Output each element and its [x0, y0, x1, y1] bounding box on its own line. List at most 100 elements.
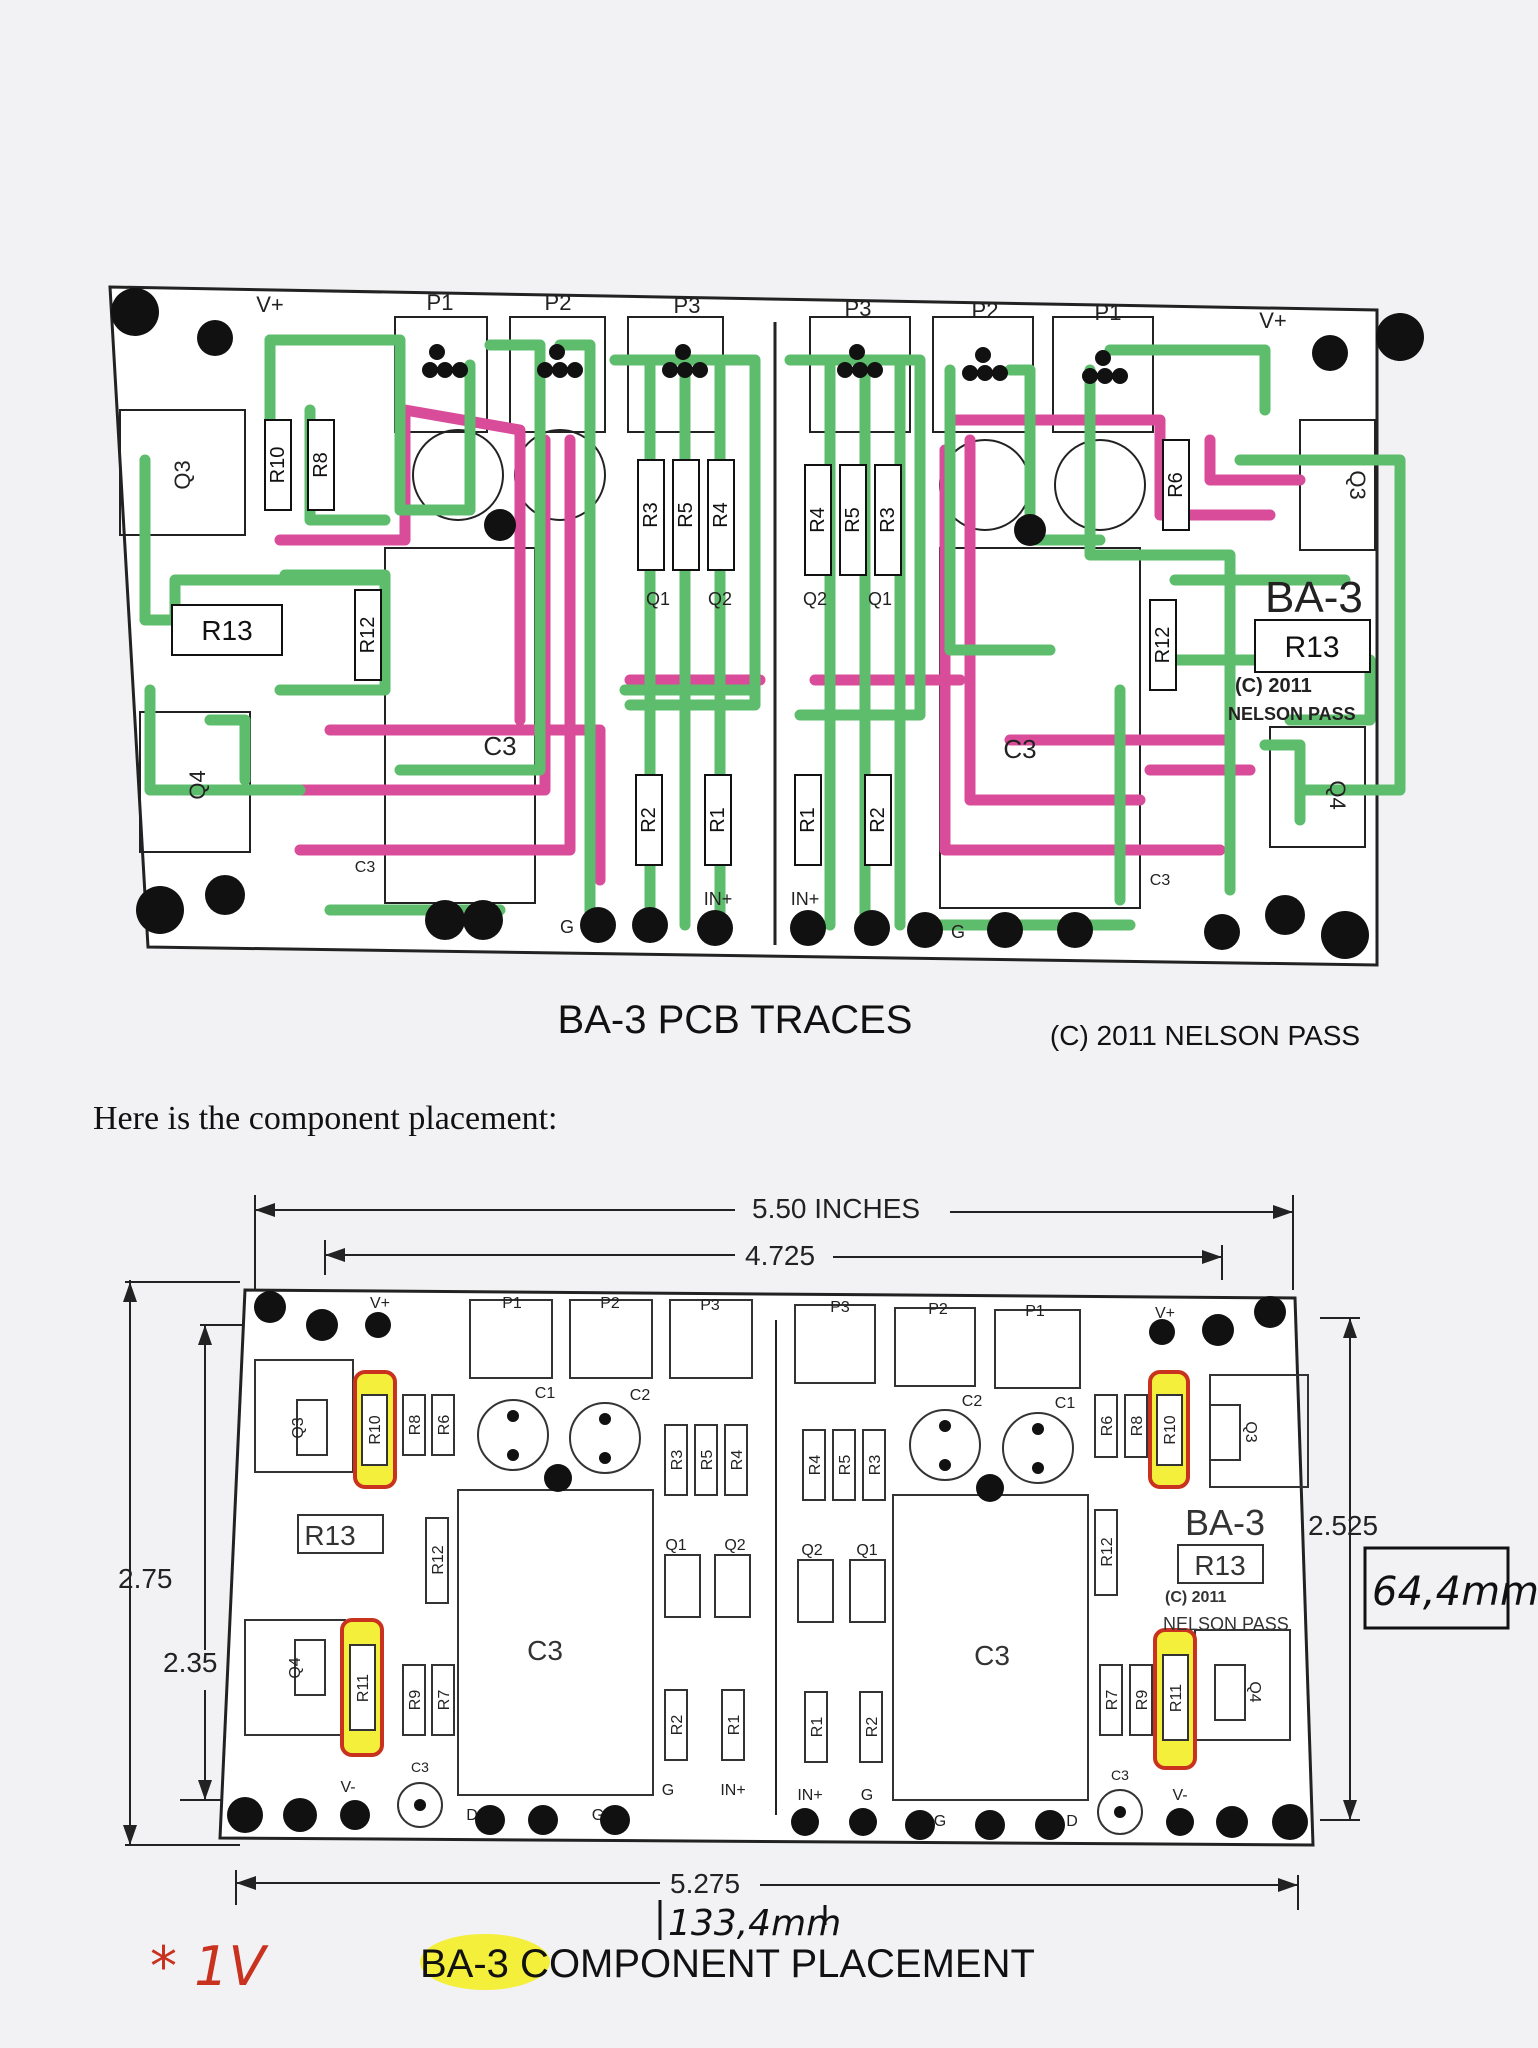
- pl-right-r13: R13: [1194, 1550, 1245, 1581]
- placement-title: BA-3 COMPONENT PLACEMENT: [420, 1934, 1035, 1990]
- pcb-left-r1: R1: [707, 807, 729, 833]
- pl-left-r5: R5: [699, 1450, 716, 1471]
- pl-left-r7: R7: [436, 1690, 453, 1711]
- pcb-right-r3: R3: [877, 507, 899, 533]
- pl-left-r12: R12: [430, 1545, 447, 1574]
- pcb-left-vplus: V+: [256, 292, 284, 317]
- dim-width-mm: 133,4mm: [668, 1903, 841, 1944]
- pcb-left-q3: Q3: [170, 460, 195, 489]
- pcb-left-p2: P2: [545, 290, 572, 315]
- pcb-left-r4: R4: [710, 502, 732, 528]
- pl-left-d: D: [466, 1807, 478, 1824]
- placement-title-prefix: BA-3: [420, 1942, 509, 1986]
- pl-right-r9: R9: [1134, 1690, 1151, 1711]
- pl-left-r2: R2: [669, 1715, 686, 1736]
- pl-board-owner: NELSON PASS: [1163, 1614, 1289, 1634]
- pcb-traces-board: R13 R13 R10 R8 R3 R5 R4 R12 R2 R1 R4: [108, 285, 1424, 967]
- pcb-left-q1: Q1: [646, 589, 670, 609]
- pl-left-p1: P1: [502, 1295, 522, 1312]
- pl-right-p1: P1: [1025, 1303, 1045, 1320]
- pl-left-vplus: V+: [370, 1295, 390, 1312]
- pl-right-r8: R8: [1129, 1416, 1146, 1437]
- dimension-arrows: [123, 1203, 1357, 1892]
- dim-height-inner: 2.35: [163, 1647, 218, 1678]
- pl-left-c3-big: C3: [527, 1635, 563, 1666]
- dim-height-right: 2.525: [1308, 1510, 1378, 1541]
- pcb-right-g: G: [951, 922, 965, 942]
- pl-left-r13: R13: [304, 1520, 355, 1551]
- pcb-left-p3: P3: [674, 293, 701, 318]
- pl-right-r11: R11: [1168, 1684, 1185, 1712]
- pcb-right-p2: P2: [972, 298, 999, 323]
- pl-right-r6: R6: [1099, 1416, 1116, 1437]
- pcb-traces-title: BA-3 PCB TRACES: [558, 998, 913, 1042]
- pl-left-c2: C2: [630, 1387, 651, 1404]
- pl-left-inplus: IN+: [720, 1782, 745, 1799]
- pcb-left-r10: R10: [267, 447, 289, 484]
- dim-width-inner: 4.725: [745, 1240, 815, 1271]
- pl-right-vminus: V-: [1172, 1787, 1187, 1804]
- pcb-right-r6: R6: [1165, 472, 1187, 498]
- pl-right-r4: R4: [807, 1455, 824, 1476]
- pl-right-c3-big: C3: [974, 1640, 1010, 1671]
- pcb-pads: [111, 288, 1424, 959]
- pl-left-q1: Q1: [665, 1537, 686, 1554]
- pl-board-copy: (C) 2011: [1165, 1589, 1226, 1606]
- pcb-board-copy: (C) 2011: [1235, 675, 1312, 697]
- pl-right-q2: Q2: [801, 1542, 822, 1559]
- pl-right-r7: R7: [1104, 1690, 1121, 1711]
- pcb-right-c3-small: C3: [1150, 872, 1171, 889]
- placement-title-rest: COMPONENT PLACEMENT: [509, 1942, 1035, 1986]
- pcb-right-p1: P1: [1095, 300, 1122, 325]
- pcb-left-q2: Q2: [708, 589, 732, 609]
- pl-right-c3-small: C3: [1111, 1767, 1129, 1783]
- pl-left-q4: Q4: [287, 1657, 304, 1678]
- pcb-board-name: BA-3: [1265, 573, 1363, 622]
- pcb-right-r1: R1: [797, 807, 819, 833]
- placement-board: V+ P1 P2 P3 P3 P2 P1 V+ C1 C2 C2 C1 R10 …: [218, 1288, 1315, 1847]
- pl-right-r1: R1: [809, 1717, 826, 1738]
- pl-left-p3: P3: [700, 1297, 720, 1314]
- pcb-right-r12: R12: [1152, 627, 1174, 664]
- pl-right-r2: R2: [864, 1717, 881, 1738]
- pl-left-r4: R4: [729, 1450, 746, 1471]
- pl-left-r11: R11: [355, 1674, 372, 1702]
- pl-left-r1: R1: [726, 1715, 743, 1736]
- pcb-right-r2: R2: [867, 807, 889, 833]
- pl-right-d: D: [1066, 1813, 1078, 1830]
- pl-right-q1: Q1: [856, 1542, 877, 1559]
- pl-left-c3-small: C3: [411, 1759, 429, 1775]
- pcb-left-c3-small: C3: [355, 859, 376, 876]
- pcb-right-q4: Q4: [1325, 780, 1350, 809]
- pl-right-r3: R3: [867, 1455, 884, 1476]
- pcb-left-r2: R2: [638, 807, 660, 833]
- pcb-right-inplus: IN+: [791, 889, 820, 909]
- pcb-left-q4: Q4: [185, 770, 210, 799]
- pl-left-r6: R6: [436, 1415, 453, 1436]
- pl-right-r5: R5: [837, 1455, 854, 1476]
- pl-left-vminus: V-: [340, 1779, 355, 1796]
- pl-left-r8: R8: [407, 1415, 424, 1436]
- dim-height-mm: 64,4mm: [1372, 1569, 1538, 1615]
- pl-left-r3: R3: [669, 1450, 686, 1471]
- pl-left-q2: Q2: [724, 1537, 745, 1554]
- pl-right-vplus: V+: [1155, 1305, 1175, 1322]
- dim-width-total: 5.50 INCHES: [752, 1193, 920, 1224]
- pcb-right-q3: Q3: [1345, 470, 1370, 499]
- dim-width-bottom: 5.275: [670, 1868, 740, 1899]
- pcb-board-owner: NELSON PASS: [1228, 704, 1356, 724]
- pcb-right-c3-big: C3: [1003, 734, 1036, 764]
- dimension-lines: [125, 1195, 1360, 1910]
- intro-text: Here is the component placement:: [93, 1100, 558, 1137]
- pl-left-g2: G: [662, 1782, 674, 1799]
- svg-text:BA-3 COMPONENT PLACEMENT: BA-3 COMPONENT PLACEMENT: [420, 1942, 1035, 1986]
- pl-left-r10: R10: [367, 1415, 384, 1444]
- pcb-traces-copyright: (C) 2011 NELSON PASS: [1050, 1020, 1360, 1051]
- pcb-left-c3-big: C3: [483, 731, 516, 761]
- pcb-right-r13: R13: [1284, 631, 1339, 664]
- dim-height-total: 2.75: [118, 1563, 173, 1594]
- pcb-left-r5: R5: [675, 502, 697, 528]
- pcb-right-q2: Q2: [803, 589, 827, 609]
- pl-right-p2: P2: [928, 1301, 948, 1318]
